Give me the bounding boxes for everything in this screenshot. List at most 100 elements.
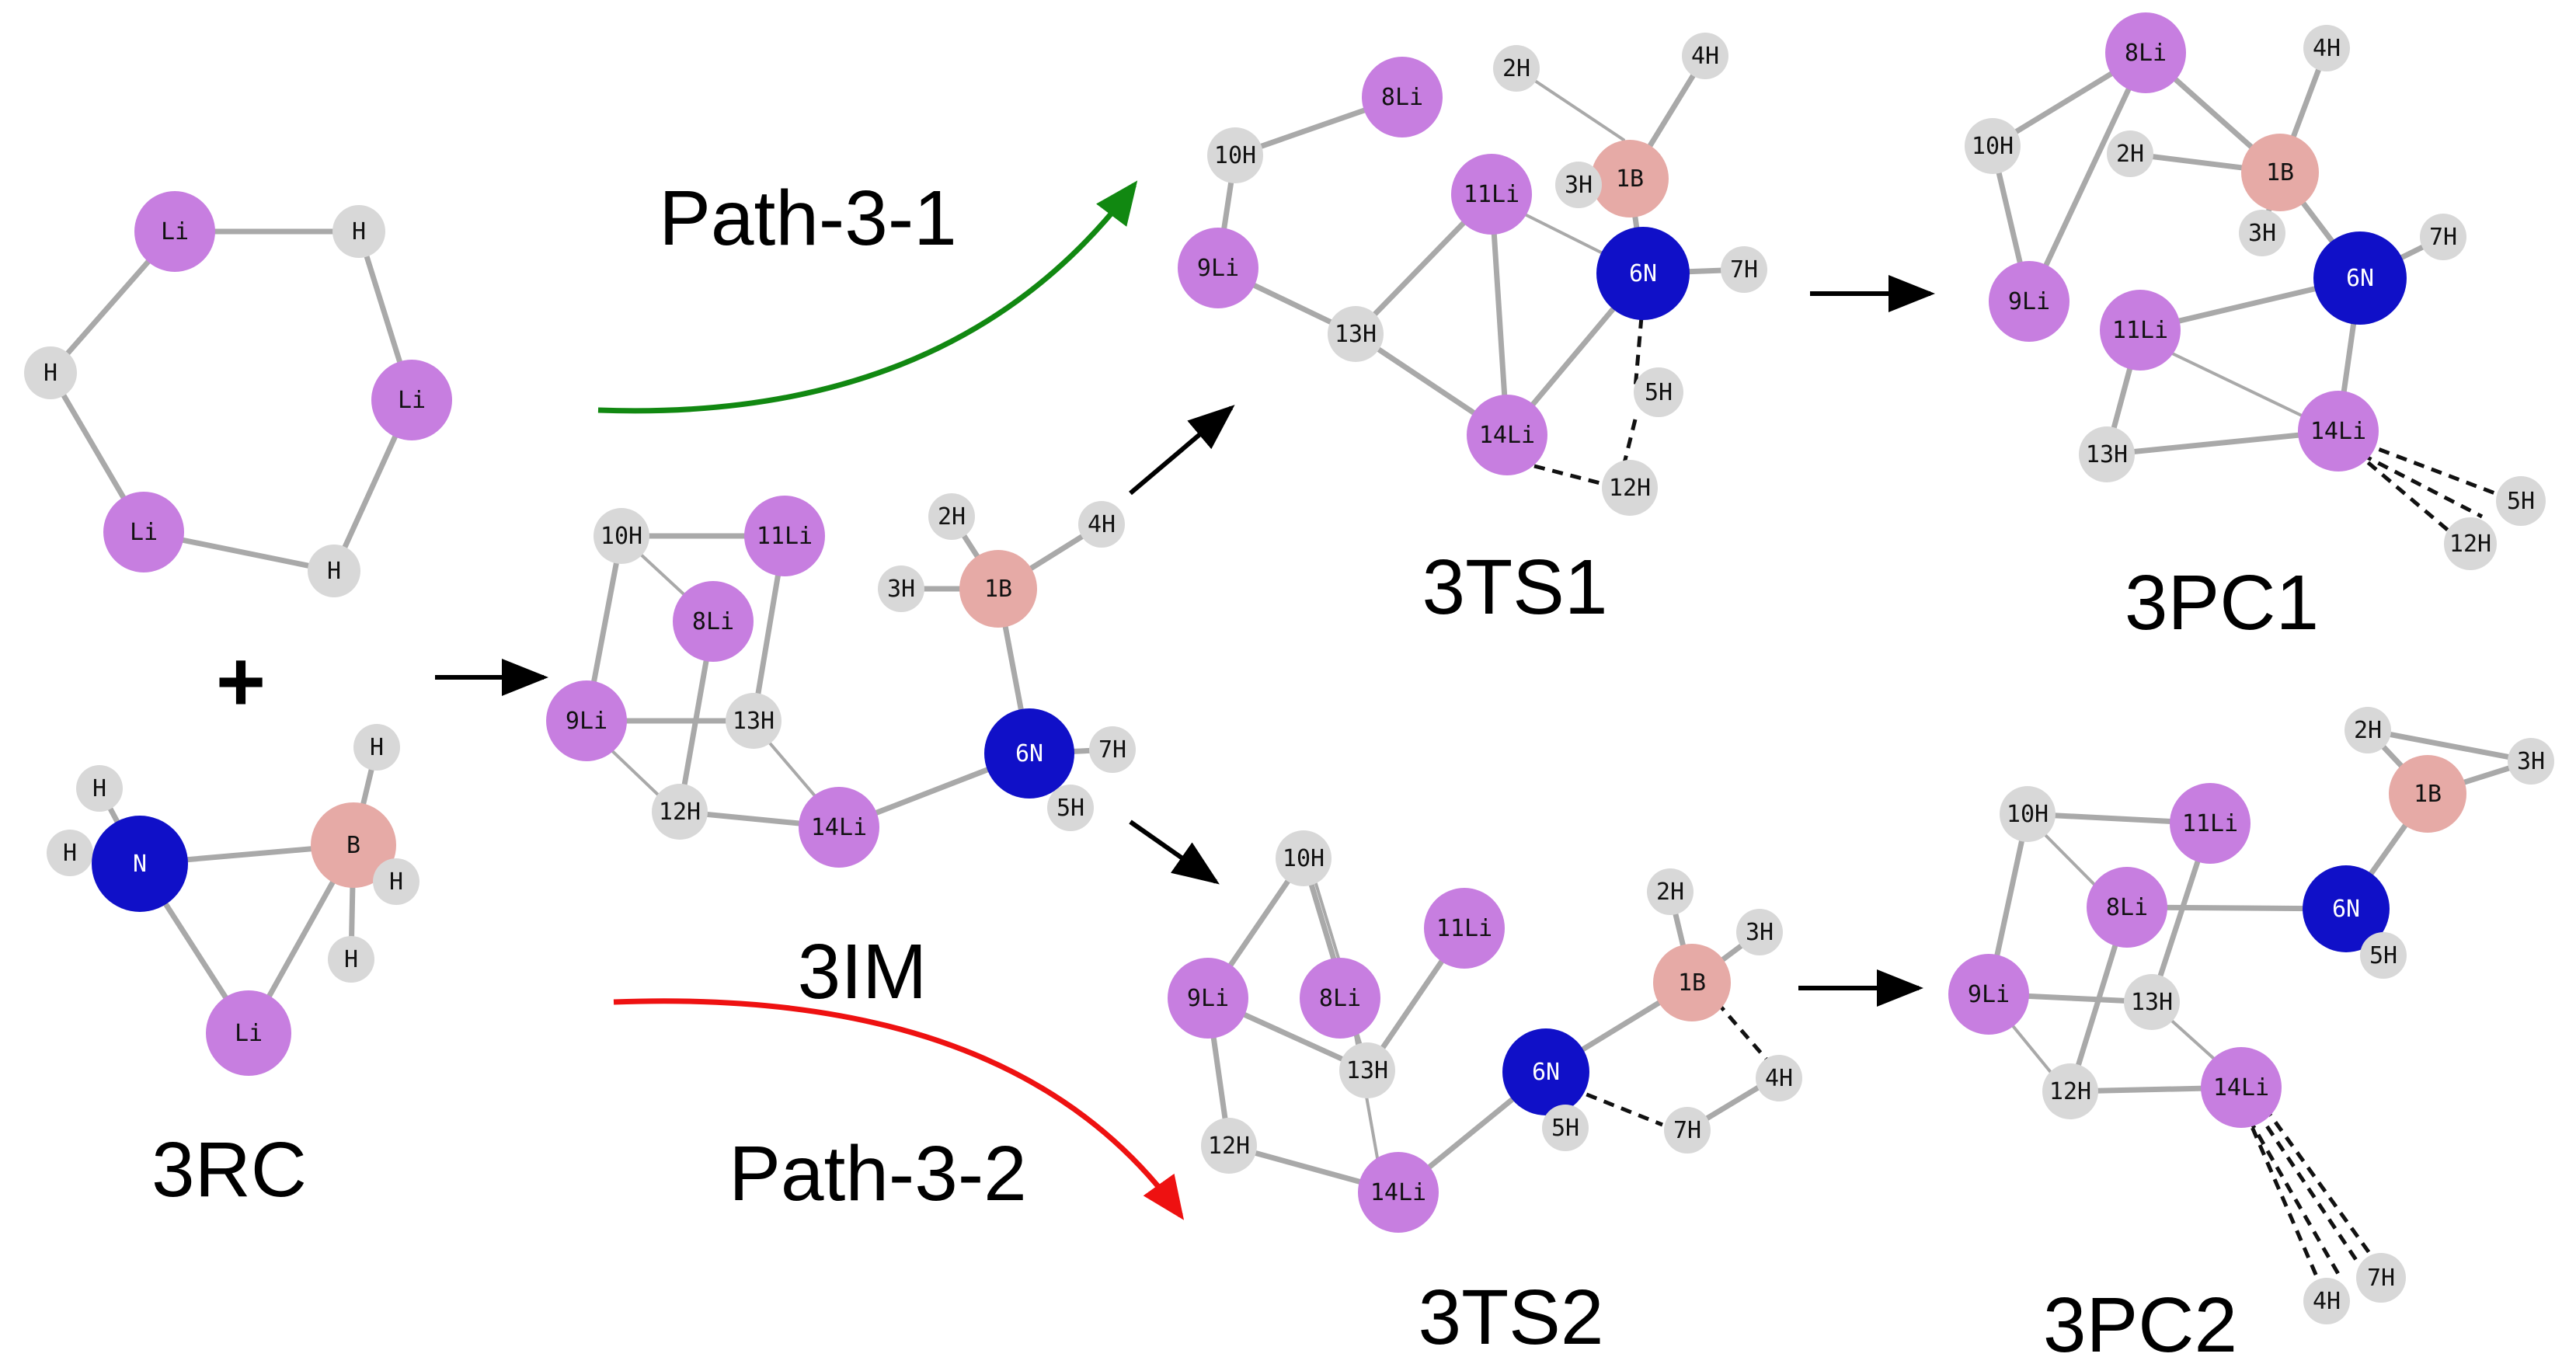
li-atom <box>2170 783 2251 864</box>
atom-label: 11Li <box>2182 810 2238 837</box>
h-atom <box>2303 25 2350 71</box>
h-atom <box>2496 476 2546 526</box>
li-atom <box>1451 154 1532 235</box>
li-atom <box>1362 57 1443 137</box>
h-atom <box>928 493 975 540</box>
h-atom <box>2345 707 2391 753</box>
atom-label: 7H <box>2429 224 2457 251</box>
h-atom <box>726 693 782 749</box>
structure-label-3im: 3IM <box>798 928 928 1015</box>
h-atom <box>1555 162 1602 208</box>
b-atom <box>2389 755 2466 833</box>
atom-label: Li <box>398 387 426 414</box>
h-atom <box>1328 306 1384 362</box>
atom-label: 12H <box>1208 1133 1250 1160</box>
h-atom <box>2124 974 2180 1030</box>
atom-label: 11Li <box>2112 317 2168 344</box>
atom-label: 9Li <box>1187 985 1229 1012</box>
atom-label: H <box>92 775 106 802</box>
atom-label: 8Li <box>1381 84 1423 111</box>
atom-label: 1B <box>2266 159 2294 186</box>
li-atom <box>2105 12 2186 93</box>
atom-label: 14Li <box>2213 1074 2269 1101</box>
path-3-2-arrow <box>613 998 1185 1220</box>
h-atom <box>47 830 93 876</box>
atom-label: 13H <box>2086 441 2128 468</box>
atom-label: 12H <box>659 799 701 826</box>
h-atom <box>2356 1253 2406 1303</box>
structure-label-3ts2: 3TS2 <box>1418 1274 1603 1361</box>
h-atom <box>1756 1055 1802 1101</box>
atom-label: 4H <box>2313 1288 2341 1315</box>
bond <box>2365 727 2534 764</box>
atom-label: 2H <box>2354 717 2382 744</box>
li-atom <box>1424 888 1505 969</box>
atom-label: 9Li <box>2008 288 2050 315</box>
structure-label-3ts1: 3TS1 <box>1422 544 1607 631</box>
atom-label: H <box>352 218 366 245</box>
reaction-arrow <box>1129 405 1235 496</box>
h-atom <box>1276 830 1332 886</box>
atom-label: 10H <box>1283 845 1325 872</box>
atom-label: 11Li <box>757 523 813 550</box>
atom-label: 9Li <box>1197 255 1239 282</box>
atom-label: 7H <box>2367 1265 2395 1292</box>
atom-label: 11Li <box>1464 181 1519 208</box>
atom-label: 8Li <box>692 608 734 635</box>
b-atom <box>2241 134 2319 211</box>
atom-label: 3H <box>2248 220 2276 247</box>
h-atom <box>308 545 360 597</box>
atom-label: Li <box>130 519 158 546</box>
atom-label: 5H <box>1057 795 1084 822</box>
atom-label: 3H <box>1746 919 1774 946</box>
li-atom <box>799 787 879 868</box>
li-atom <box>2100 290 2181 371</box>
dashed-bond <box>2262 1105 2376 1260</box>
atom-label: 7H <box>1673 1117 1701 1144</box>
li-atom <box>1300 958 1380 1039</box>
atom-label: B <box>346 832 360 859</box>
h-atom <box>1493 45 1540 92</box>
li-atom <box>2087 867 2167 948</box>
h-atom <box>1664 1107 1711 1154</box>
bond <box>1310 867 1342 965</box>
path-3-2-label: Path-3-2 <box>729 1130 1027 1217</box>
li-atom <box>744 496 825 576</box>
atom-label: 14Li <box>2310 418 2366 445</box>
atom-label: 12H <box>2449 531 2491 558</box>
atom-label: 5H <box>1551 1115 1579 1142</box>
atom-label: 8Li <box>2125 40 2167 67</box>
h-atom <box>1736 909 1783 955</box>
li-atom <box>1358 1152 1439 1233</box>
h-atom <box>353 724 400 771</box>
h-atom <box>652 784 708 840</box>
li-atom <box>546 680 627 761</box>
h-atom <box>1965 118 2021 174</box>
structure-label-3pc2: 3PC2 <box>2043 1282 2237 1369</box>
atom-label: 5H <box>2507 488 2535 515</box>
atom-label: 6N <box>1015 740 1043 767</box>
atom-label: 5H <box>2369 942 2397 969</box>
li-atom <box>371 360 452 440</box>
h-atom <box>328 936 374 983</box>
n-atom <box>1502 1028 1589 1115</box>
dashed-bond <box>1568 1085 1663 1127</box>
path-3-1-label: Path-3-1 <box>659 175 957 262</box>
atom-label: 8Li <box>2106 894 2148 921</box>
pc1-group: 8Li 4H 10H 2H 1B 3H 7H 9Li 6N 11Li 14Li … <box>1965 12 2546 646</box>
atom-label: 12H <box>2049 1078 2091 1105</box>
pc2-group: 2H 3H 1B 10H 11Li 8Li 6N 5H 9Li 13H 12H … <box>1948 707 2554 1369</box>
dashed-bond <box>2352 449 2456 538</box>
li-atom <box>673 581 754 662</box>
li-atom <box>1948 954 2029 1035</box>
h-atom <box>2508 738 2554 785</box>
atom-label: 4H <box>2313 35 2341 62</box>
b-atom <box>959 550 1037 628</box>
dashed-bond <box>2247 1117 2341 1275</box>
h-atom <box>76 765 123 812</box>
atom-label: Li <box>161 218 189 245</box>
dashed-bond <box>2361 440 2506 499</box>
b-atom <box>311 802 396 888</box>
atom-label: 14Li <box>1479 422 1535 449</box>
